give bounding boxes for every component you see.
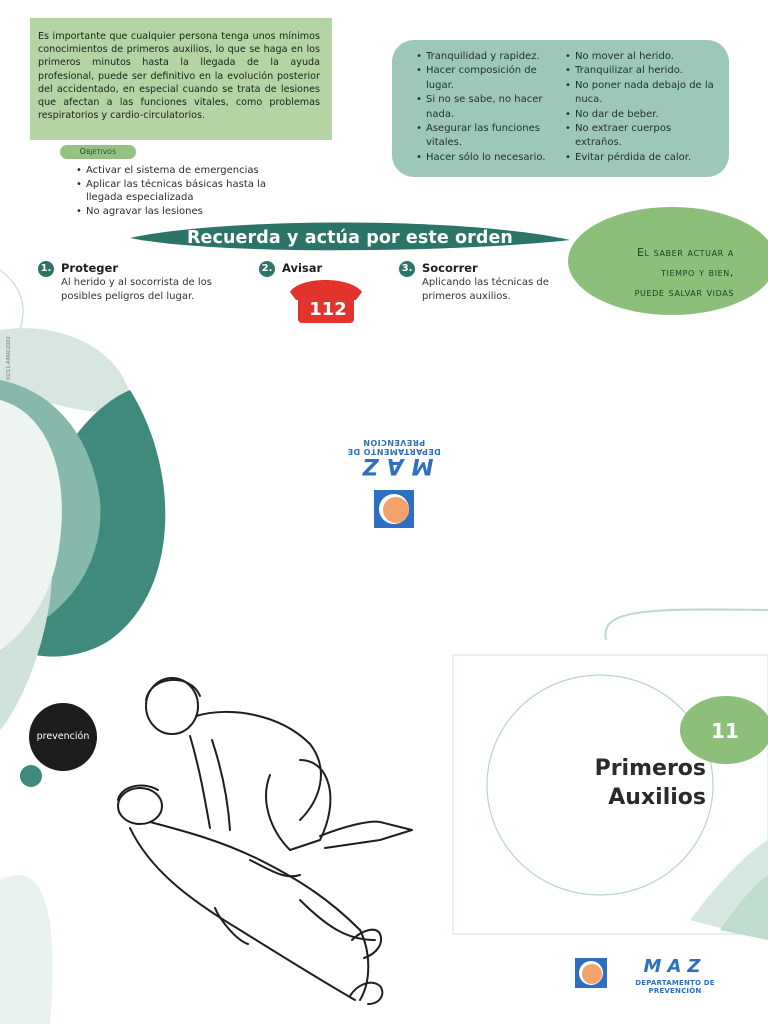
decor-cover-arc [604,608,768,641]
decor-light-petal [0,328,132,413]
saber-line-1: El saber actuar a [636,246,734,259]
step-text-socorrer: Aplicando las técnicas de primeros auxil… [422,277,549,302]
maz-logo-icon-bottom [575,958,607,988]
intro-box [30,18,332,140]
step-number-3: 3. [399,261,415,277]
step-title-proteger: Proteger [61,261,119,275]
maz-logo-icon [374,490,414,528]
side-code: 02/11-A96R/2002 [6,336,12,380]
step-title-avisar: Avisar [282,261,323,275]
list-item: Evitar pérdida de calor. [565,151,715,166]
decor-cover-wedge [720,875,768,940]
step-text-proteger: Al herido y al socorrista de los posible… [61,277,212,302]
objetivos-list: Activar el sistema de emergencias Aplica… [76,164,296,218]
rules-list-left: Tranquilidad y rapidez. Hacer composició… [416,50,556,166]
list-item: Asegurar las funciones vitales. [416,122,556,151]
emergency-number: 112 [309,299,347,320]
decor-cover-frame [452,654,768,935]
cover-title: Primeros Auxilios [584,754,706,812]
list-item: No poner nada debajo de la nuca. [565,79,715,108]
decor-left-lower [0,875,53,1024]
list-item: Hacer composición de lugar. [416,64,556,93]
saber-line-2: tiempo y bien, [661,266,734,279]
saber-ellipse [568,207,768,315]
list-item: No extraer cuerpos extraños. [565,122,715,151]
step-number-2: 2. [259,261,275,277]
decor-black-circle [29,703,97,771]
booklet-number: 11 [711,719,739,743]
cover-title-line-1: Primeros [594,756,706,781]
logo-department-bottom: DEPARTAMENTO DE PREVENCIÓN [635,979,715,995]
rules-list-right: No mover al herido. Tranquilizar al heri… [565,50,715,166]
list-item: Activar el sistema de emergencias [76,164,296,178]
cover-number-oval [680,696,768,764]
decor-white-curve [0,400,62,650]
logo-name-bottom: MAZ [643,956,707,977]
decor-cover-ring [486,674,714,896]
prevention-tag: prevención [36,731,90,742]
list-item: Tranquilizar al herido. [565,64,715,79]
logo-name-center: MAZ [354,453,434,478]
list-item: No mover al herido. [565,50,715,65]
step-number-1: 1. [38,261,54,277]
cover-title-line-2: Auxilios [608,785,706,810]
saber-line-3: puede salvar vidas [634,286,734,299]
objetivos-label: Objetivos [60,145,136,159]
decor-teal-dot [20,765,42,787]
step-title-socorrer: Socorrer [422,261,478,275]
list-item: Si no se sabe, no hacer nada. [416,93,556,122]
list-item: No agravar las lesiones [76,205,296,219]
saber-text: El saber actuar a tiempo y bien, puede s… [592,243,734,303]
banner-ribbon [130,222,570,251]
intro-text: Es importante que cualquier persona teng… [38,31,320,122]
phone-icon [290,280,362,323]
list-item: Hacer sólo lo necesario. [416,151,556,166]
cpr-illustration [117,677,413,1005]
list-item: Tranquilidad y rapidez. [416,50,556,65]
list-item: Aplicar las técnicas básicas hasta la ll… [76,178,296,205]
banner-title: Recuerda y actúa por este orden [186,228,513,248]
list-item: No dar de beber. [565,108,715,123]
